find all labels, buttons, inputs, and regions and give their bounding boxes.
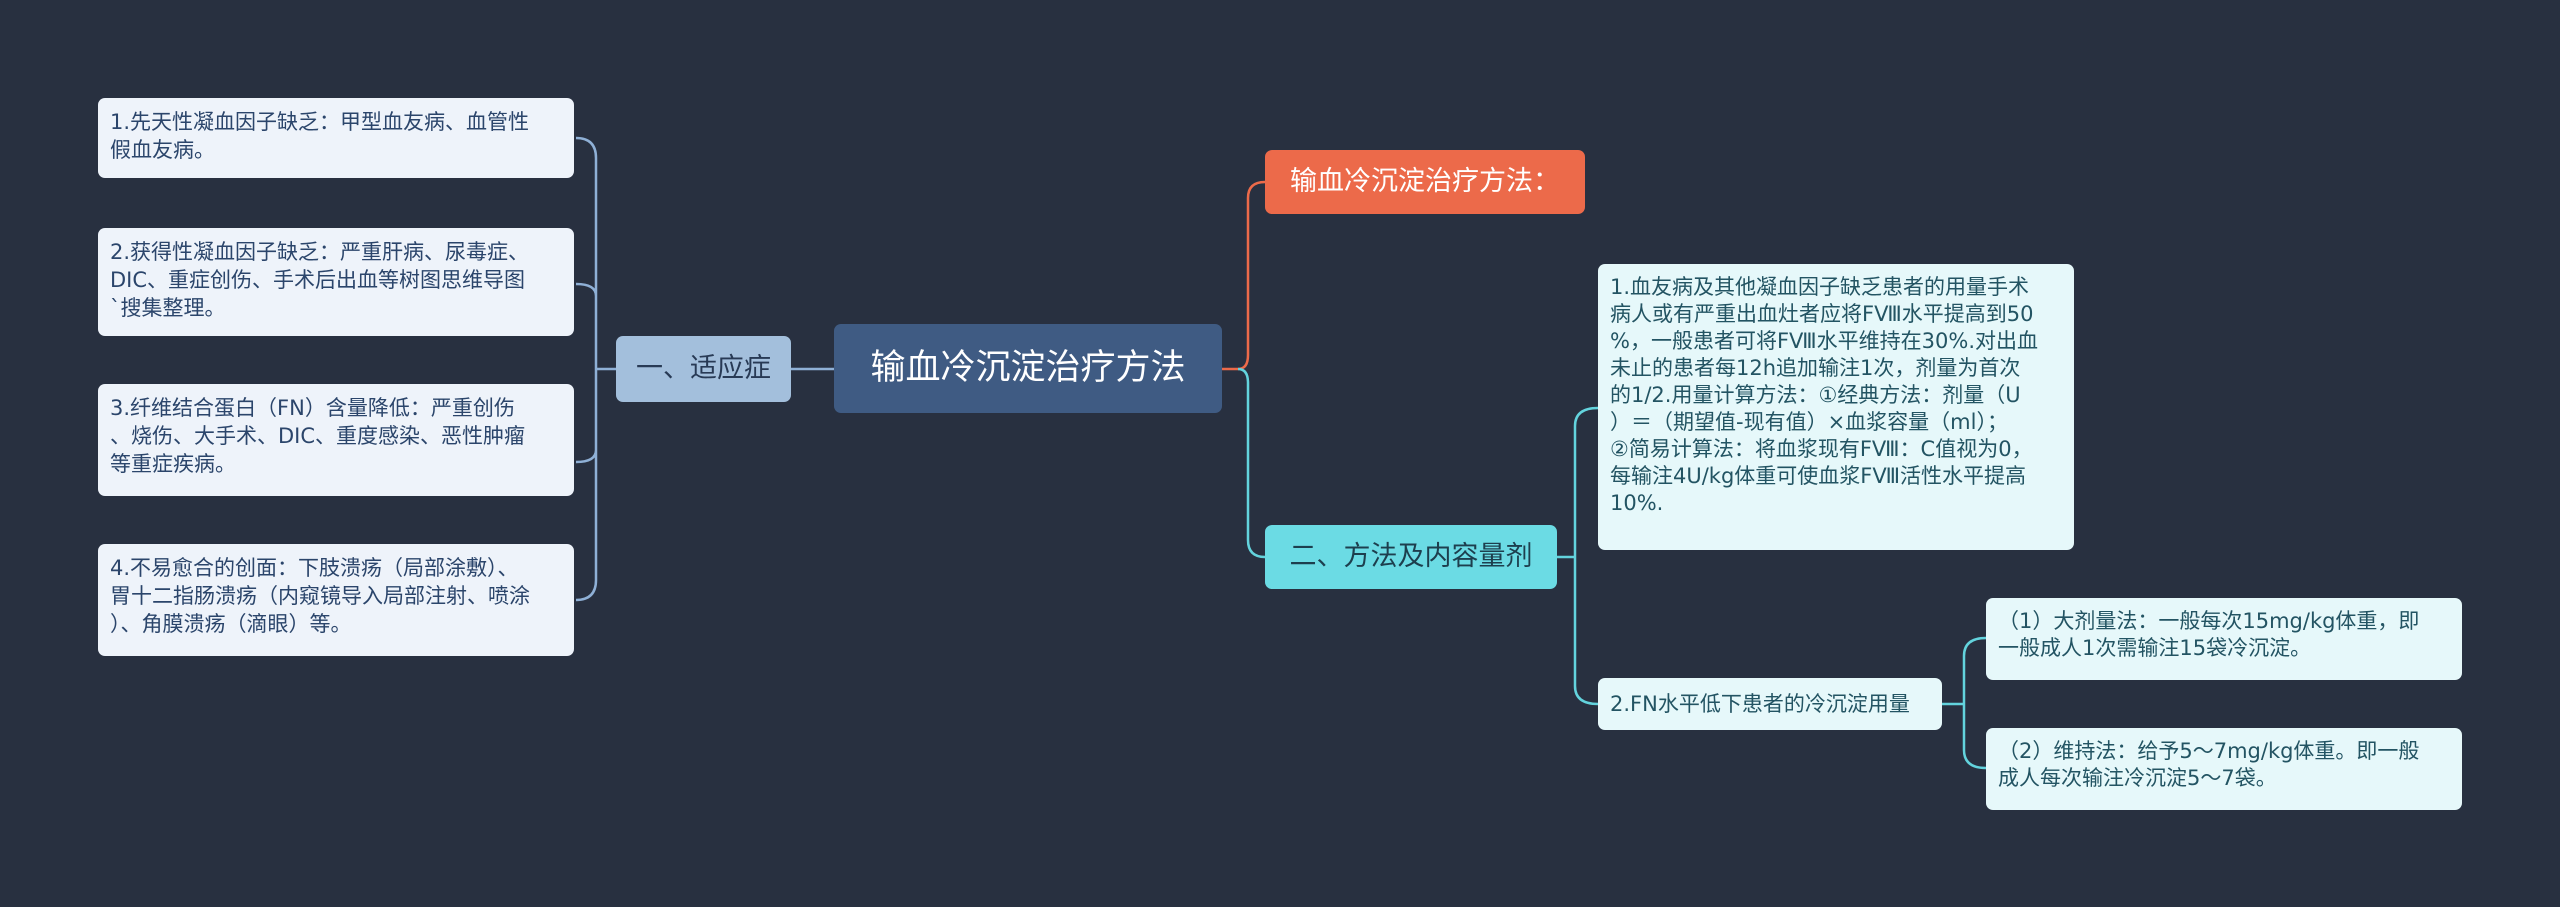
dosage-detail[interactable]: 1.血友病及其他凝血因子缺乏患者的用量手术 病人或有严重出血灶者应将FⅧ水平提高… [1598,264,2074,550]
branch-method-dosage[interactable]: 二、方法及内容量剂 [1265,525,1557,589]
leaf-indication-1[interactable]: 1.先天性凝血因子缺乏：甲型血友病、血管性 假血友病。 [98,98,574,178]
connector-center-top [1222,180,1266,371]
leaf-indication-3[interactable]: 3.纤维结合蛋白（FN）含量降低：严重创伤 、烧伤、大手术、DIC、重度感染、恶… [98,384,574,496]
connector-left-trunk [575,136,616,602]
leaf-indication-2[interactable]: 2.获得性凝血因子缺乏：严重肝病、尿毒症、 DIC、重症创伤、手术后出血等树图思… [98,228,574,336]
connector-bottom-children [1557,406,1599,706]
fn-item-maintenance[interactable]: （2）维持法：给予5～7mg/kg体重。即一般 成人每次输注冷沉淀5～7袋。 [1986,728,2462,810]
connector-fn-items [1942,636,1987,770]
fn-dosage-label[interactable]: 2.FN水平低下患者的冷沉淀用量 [1598,678,1942,730]
branch-indications[interactable]: 一、适应症 [616,336,791,402]
leaf-indication-4[interactable]: 4.不易愈合的创面：下肢溃疡（局部涂敷）、 胃十二指肠溃疡（内窥镜导入局部注射、… [98,544,574,656]
center-topic[interactable]: 输血冷沉淀治疗方法 [834,324,1222,413]
fn-item-high-dose[interactable]: （1）大剂量法：一般每次15mg/kg体重，即 一般成人1次需输注15袋冷沉淀。 [1986,598,2462,680]
connector-center-bottom [1237,367,1266,559]
branch-treatment-method[interactable]: 输血冷沉淀治疗方法： [1265,150,1585,214]
